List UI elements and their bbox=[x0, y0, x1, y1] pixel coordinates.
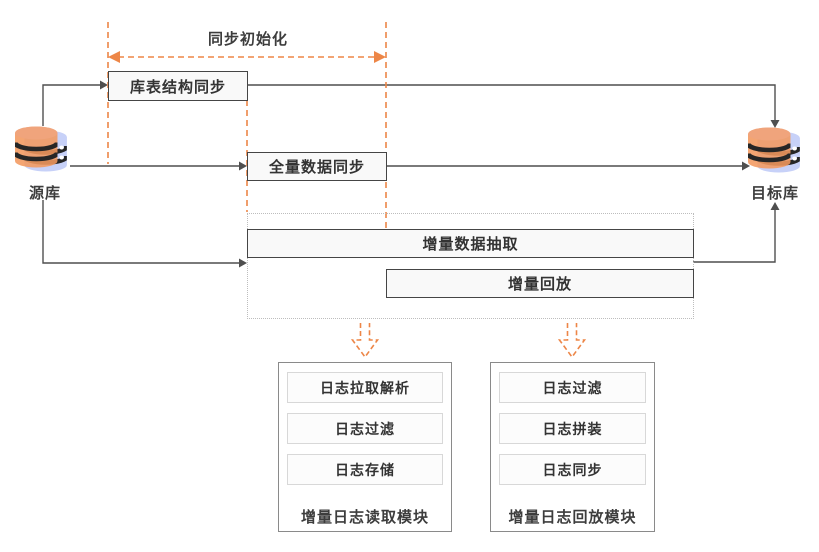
hollow-arrow-down-icon bbox=[350, 323, 380, 359]
target-database-icon bbox=[748, 128, 800, 173]
log-filter-box: 日志过滤 bbox=[499, 372, 646, 403]
log-assemble-box: 日志拼装 bbox=[499, 413, 646, 444]
init-phase-label: 同步初始化 bbox=[207, 30, 289, 48]
log-reader-module: 日志拉取解析 日志过滤 日志存储 增量日志读取模块 bbox=[278, 362, 452, 532]
log-filter-box: 日志过滤 bbox=[287, 413, 443, 444]
log-replay-module-title: 增量日志回放模块 bbox=[508, 508, 637, 526]
flow-line-source-to-incremental bbox=[42, 200, 239, 264]
arrowhead-down-icon bbox=[770, 120, 780, 128]
log-reader-module-title: 增量日志读取模块 bbox=[300, 508, 429, 526]
incremental-replay-box: 增量回放 bbox=[386, 269, 694, 298]
flow-line-schema-sync-to-target bbox=[248, 84, 776, 120]
flow-lines bbox=[42, 84, 776, 264]
log-replay-module: 日志过滤 日志拼装 日志同步 增量日志回放模块 bbox=[490, 362, 655, 532]
incremental-group-box bbox=[247, 213, 694, 319]
arrowhead-right-icon bbox=[239, 258, 247, 268]
schema-sync-box: 库表结构同步 bbox=[108, 71, 248, 101]
hollow-arrow-down-icon bbox=[557, 323, 587, 359]
source-db-label: 源库 bbox=[28, 184, 62, 202]
full-sync-box: 全量数据同步 bbox=[247, 152, 387, 181]
source-database-icon bbox=[15, 127, 67, 172]
arrowhead-left-icon bbox=[108, 51, 120, 63]
incremental-extract-box: 增量数据抽取 bbox=[247, 229, 694, 258]
arrowhead-right-icon bbox=[100, 80, 108, 90]
target-db-label: 目标库 bbox=[750, 184, 800, 202]
flow-arrowheads bbox=[100, 80, 780, 268]
flow-line-replay-to-target bbox=[693, 210, 776, 263]
phase-span-arrowheads bbox=[108, 51, 386, 63]
arrowhead-right-icon bbox=[742, 161, 750, 171]
arrowhead-right-icon bbox=[374, 51, 386, 63]
arrowhead-up-icon bbox=[770, 202, 780, 210]
phase-boundary-lines bbox=[107, 22, 387, 228]
module-arrows bbox=[350, 323, 587, 359]
log-store-box: 日志存储 bbox=[287, 454, 443, 485]
log-sync-box: 日志同步 bbox=[499, 454, 646, 485]
arrowhead-right-icon bbox=[239, 161, 247, 171]
flow-line-source-to-schema-sync bbox=[42, 84, 100, 126]
log-pull-parse-box: 日志拉取解析 bbox=[287, 372, 443, 403]
